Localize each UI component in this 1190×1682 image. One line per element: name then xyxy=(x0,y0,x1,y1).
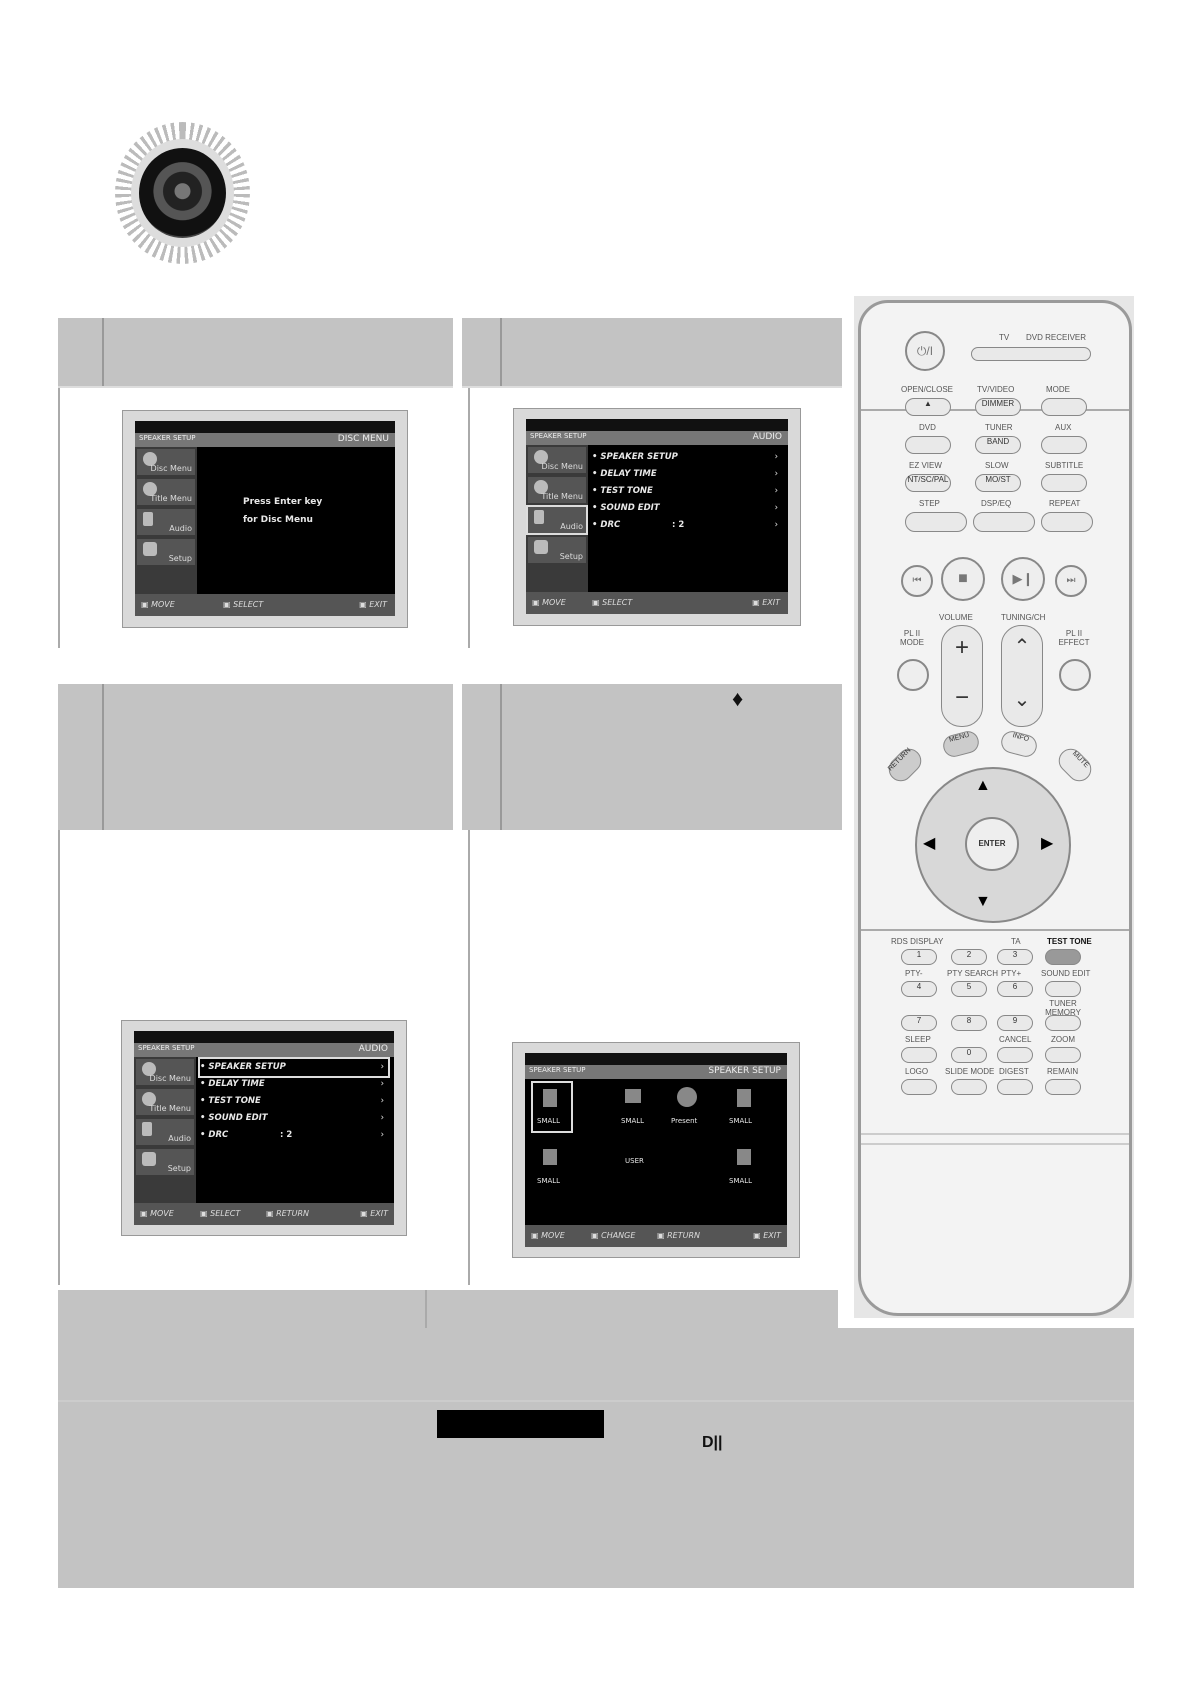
mute-button[interactable]: MUTE xyxy=(1053,743,1097,787)
repeat-button[interactable] xyxy=(1041,512,1093,532)
step-button[interactable] xyxy=(905,512,967,532)
remain-button[interactable] xyxy=(1045,1079,1081,1095)
sound-edit-button[interactable] xyxy=(1045,981,1081,997)
step-2-header xyxy=(462,318,842,386)
up-arrow-button[interactable]: ▲ xyxy=(975,777,991,794)
speaker-logo xyxy=(115,122,250,264)
step-1-header xyxy=(58,318,453,386)
digit-5-button[interactable]: 5 xyxy=(951,981,987,997)
tv-video-button[interactable]: DIMMER xyxy=(975,398,1021,416)
digit-0-button[interactable]: 0 xyxy=(951,1047,987,1063)
enter-button[interactable]: ENTER xyxy=(965,817,1019,871)
logo-button[interactable] xyxy=(901,1079,937,1095)
digit-7-button[interactable]: 7 xyxy=(901,1015,937,1031)
mode-selector[interactable] xyxy=(971,347,1091,361)
return-button[interactable]: RETURN xyxy=(883,743,927,787)
speaker-front-right: SMALL xyxy=(729,1117,753,1125)
step-4-header xyxy=(462,684,842,830)
speaker-rear-left: SMALL xyxy=(537,1177,561,1185)
digit-1-button[interactable]: 1 xyxy=(901,949,937,965)
digit-6-button[interactable]: 6 xyxy=(997,981,1033,997)
play-pause-button[interactable]: ▶❙ xyxy=(1001,557,1045,601)
dvd-button[interactable] xyxy=(905,436,951,454)
open-close-button[interactable]: ▲ xyxy=(905,398,951,416)
digest-button[interactable] xyxy=(997,1079,1033,1095)
pl2-effect-button[interactable] xyxy=(1059,659,1091,691)
digit-9-button[interactable]: 9 xyxy=(997,1015,1033,1031)
cancel-button[interactable] xyxy=(997,1047,1033,1063)
disc-menu-message-2: for Disc Menu xyxy=(243,515,313,525)
tuner-memory-button[interactable] xyxy=(1045,1015,1081,1031)
note-block-top xyxy=(58,1290,838,1328)
tuner-button[interactable]: BAND xyxy=(975,436,1021,454)
pl2-mode-button[interactable] xyxy=(897,659,929,691)
prev-button[interactable]: ⏮ xyxy=(901,565,933,597)
zoom-button[interactable] xyxy=(1045,1047,1081,1063)
digit-8-button[interactable]: 8 xyxy=(951,1015,987,1031)
info-button[interactable]: INFO xyxy=(998,728,1040,760)
power-button[interactable]: ⏻/I xyxy=(905,331,945,371)
stop-button[interactable]: ■ xyxy=(941,557,985,601)
speaker-subwoofer: Present xyxy=(671,1117,698,1125)
remote-control: ⏻/I TV DVD RECEIVER OPEN/CLOSE TV/VIDEO … xyxy=(854,296,1134,1318)
next-button[interactable]: ⏭ xyxy=(1055,565,1087,597)
down-arrow-button[interactable]: ▼ xyxy=(975,893,991,910)
volume-rocker[interactable]: +− xyxy=(941,625,983,727)
disc-menu-message-1: Press Enter key xyxy=(243,497,323,507)
diamond-mark: ♦ xyxy=(732,686,744,711)
menu-button[interactable]: MENU xyxy=(940,728,982,760)
digit-2-button[interactable]: 2 xyxy=(951,949,987,965)
ez-view-button[interactable]: NT/SC/PAL xyxy=(905,474,951,492)
slide-mode-button[interactable] xyxy=(951,1079,987,1095)
speaker-rear-right: SMALL xyxy=(729,1177,753,1185)
slow-button[interactable]: MO/ST xyxy=(975,474,1021,492)
dolby-logo: D|| xyxy=(702,1434,723,1451)
sleep-button[interactable] xyxy=(901,1047,937,1063)
mode-button[interactable] xyxy=(1041,398,1087,416)
digit-4-button[interactable]: 4 xyxy=(901,981,937,997)
speaker-user: USER xyxy=(625,1157,644,1165)
note-block-main xyxy=(58,1328,1134,1588)
subtitle-button[interactable] xyxy=(1041,474,1087,492)
dsp-eq-button[interactable] xyxy=(973,512,1035,532)
aux-button[interactable] xyxy=(1041,436,1087,454)
digit-3-button[interactable]: 3 xyxy=(997,949,1033,965)
speaker-center: SMALL xyxy=(621,1117,645,1125)
speaker-front-left: SMALL xyxy=(537,1117,561,1125)
right-arrow-button[interactable]: ▶ xyxy=(1041,835,1054,852)
left-arrow-button[interactable]: ◀ xyxy=(923,835,936,852)
step-3-header xyxy=(58,684,453,830)
test-tone-button[interactable] xyxy=(1045,949,1081,965)
note-title-bar xyxy=(437,1410,604,1438)
tuning-rocker[interactable]: ⌃⌄ xyxy=(1001,625,1043,727)
